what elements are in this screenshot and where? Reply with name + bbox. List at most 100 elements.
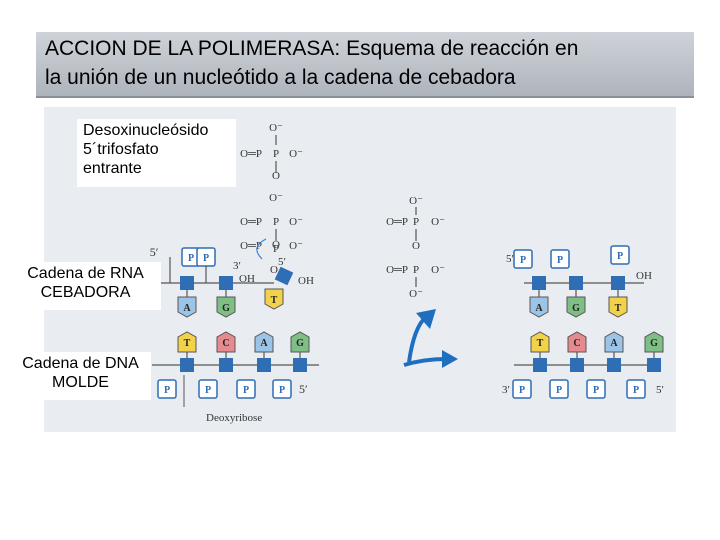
template-left-base-3-letter: A: [260, 338, 268, 349]
template-left-sugar-2: [219, 358, 233, 372]
incoming-p3-letter: P: [273, 243, 279, 255]
incoming-sugar: [274, 266, 294, 286]
ppi-o-bottom: O⁻: [409, 288, 423, 300]
deoxyribose-label: Deoxyribose: [206, 412, 262, 424]
primer-right-phosphate-3-label: P: [617, 251, 623, 262]
template-right-phosphate-1: [512, 379, 532, 399]
template-right-base-2: [567, 331, 587, 353]
template-left-base-4: [290, 331, 310, 353]
incoming-p3: O═P: [240, 240, 262, 252]
template-right-phosphate-2-label: P: [556, 385, 562, 396]
template-left-sugar-1: [180, 358, 194, 372]
template-left-base-3: [254, 331, 274, 353]
primer-left-base-1-letter: A: [183, 303, 191, 314]
primer-left-phosphate-1-label: P: [188, 253, 194, 264]
template-left-base-1-letter: T: [184, 338, 191, 349]
template-right-base-4-letter: G: [650, 338, 658, 349]
template-right-base-3-letter: A: [610, 338, 618, 349]
incoming-5prime: 5′: [278, 256, 286, 268]
title-line-2: la unión de un nucleótido a la cadena de…: [45, 66, 516, 89]
attack-arrow: [256, 238, 267, 260]
primer-right-base-3: [608, 296, 628, 318]
incoming-base-t: [264, 288, 284, 310]
template-left-phosphate-4-label: P: [279, 385, 285, 396]
primer-right-sugar-2: [569, 276, 583, 290]
template-right-phosphate-3-label: P: [593, 385, 599, 396]
template-right-sugar-3: [607, 358, 621, 372]
template-left-phosphate-4: [272, 379, 292, 399]
callout-dna-line-1: Cadena de DNA: [22, 355, 139, 372]
primer-left-base-2: [216, 296, 236, 318]
template-left-phosphate-3-label: P: [243, 385, 249, 396]
template-right-phosphate-4-label: P: [633, 385, 639, 396]
template-right-base-2-letter: C: [573, 338, 580, 349]
template-left-phosphate-3: [236, 379, 256, 399]
callout-nucleoside-line-3: entrante: [83, 160, 142, 177]
ppi-o-top: O⁻: [409, 195, 423, 207]
template-right-base-1: [530, 331, 550, 353]
primer-left-5prime: 5′: [150, 245, 159, 259]
ppi-p2-letter: P: [413, 264, 419, 276]
template-right-base-3: [604, 331, 624, 353]
primer-left-3prime: 3′: [233, 260, 241, 272]
ppi-p1: O═P: [386, 216, 408, 228]
incoming-p2-letter: P: [273, 216, 279, 228]
incoming-base-t-letter: T: [271, 295, 278, 306]
template-right-phosphate-1-label: P: [519, 385, 525, 396]
template-right-phosphate-3: [586, 379, 606, 399]
primer-right-base-3-letter: T: [615, 303, 622, 314]
ppi-o-mid: O: [412, 240, 420, 252]
title-line-1: ACCION DE LA POLIMERASA: Esquema de reac…: [45, 37, 579, 60]
template-right-base-1-letter: T: [537, 338, 544, 349]
template-left-base-4-letter: G: [296, 338, 304, 349]
incoming-o-3: O: [272, 239, 280, 251]
template-right-5prime: 5′: [656, 384, 664, 396]
callout-dna-line-2: MOLDE: [52, 374, 109, 391]
incoming-oh: OH: [298, 275, 314, 287]
template-left-base-1: [177, 331, 197, 353]
primer-right-base-2: [566, 296, 586, 318]
primer-left-sugar-1: [180, 276, 194, 290]
callout-nucleoside-line-2: 5´trifosfato: [83, 141, 159, 158]
template-left-base-2-letter: C: [222, 338, 229, 349]
primer-right-phosphate-2-label: P: [557, 255, 563, 266]
incoming-p1-ominus: O⁻: [289, 148, 303, 160]
primer-left-base-2-letter: G: [222, 303, 230, 314]
primer-left-sugar-2: [219, 276, 233, 290]
template-left-phosphate-2: [198, 379, 218, 399]
primer-right-oh: OH: [636, 270, 652, 282]
callout-rna-line-1: Cadena de RNA: [27, 265, 144, 282]
template-right-sugar-1: [533, 358, 547, 372]
ppi-p2: O═P: [386, 264, 408, 276]
primer-right-base-1-letter: A: [535, 303, 543, 314]
primer-left-phosphate-2-label: P: [203, 253, 209, 264]
incoming-o-2: O⁻: [269, 192, 283, 204]
template-left-phosphate-1: [157, 379, 177, 399]
template-left-sugar-4: [293, 358, 307, 372]
template-right-phosphate-2: [549, 379, 569, 399]
template-right-sugar-2: [570, 358, 584, 372]
primer-right-sugar-1: [532, 276, 546, 290]
template-left-base-2: [216, 331, 236, 353]
primer-right-base-1: [529, 296, 549, 318]
callout-rna-primer: Cadena de RNA CEBADORA: [10, 262, 161, 310]
incoming-o-top: O⁻: [269, 122, 283, 134]
incoming-o-1: O: [272, 170, 280, 182]
primer-right-phosphate-1-label: P: [520, 255, 526, 266]
incoming-o-4: O: [270, 264, 278, 276]
primer-right-base-2-letter: G: [572, 303, 580, 314]
incoming-p2-ominus: O⁻: [289, 216, 303, 228]
ppi-p1-letter: P: [413, 216, 419, 228]
template-right-sugar-4: [647, 358, 661, 372]
callout-rna-line-2: CEBADORA: [40, 284, 131, 301]
primer-left-base-1: [177, 296, 197, 318]
template-left-5prime: 5′: [299, 382, 308, 396]
primer-right-phosphate-2: [550, 249, 570, 269]
incoming-p2: O═P: [240, 216, 262, 228]
template-left-sugar-3: [257, 358, 271, 372]
template-left-phosphate-1-label: P: [164, 385, 170, 396]
reaction-arrow-up-head: [416, 309, 436, 329]
primer-right-phosphate-3: [610, 245, 630, 265]
incoming-p1-letter: P: [273, 148, 279, 160]
